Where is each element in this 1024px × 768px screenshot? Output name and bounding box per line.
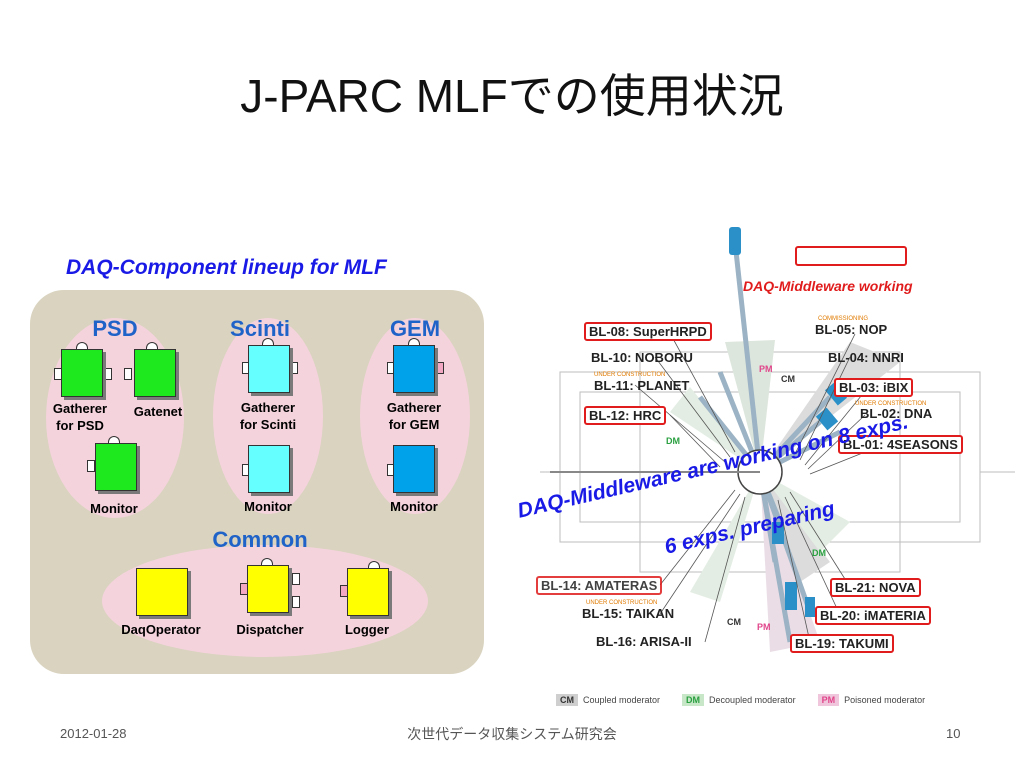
component-knob bbox=[408, 338, 420, 347]
mlf-facility-map bbox=[540, 227, 1015, 652]
beamline-bl19: BL-19: TAKUMI bbox=[790, 634, 894, 653]
logger-label: Logger bbox=[344, 622, 390, 637]
beamline-bl08: BL-08: SuperHRPD bbox=[584, 322, 712, 341]
component-port bbox=[436, 362, 444, 374]
logger-component[interactable] bbox=[347, 568, 389, 616]
gatherer-psd-label: Gatherer for PSD bbox=[52, 401, 108, 433]
beamline-bl15: BL-15: TAIKAN bbox=[582, 606, 675, 621]
monitor-psd-component[interactable] bbox=[95, 443, 137, 491]
pm-sector-label-2: PM bbox=[757, 622, 771, 632]
cm-sector-label: CM bbox=[781, 374, 795, 384]
working-legend-label: DAQ-Middleware working bbox=[743, 278, 913, 294]
beamline-bl20: BL-20: iMATERIA bbox=[815, 606, 931, 625]
gem-group-label: GEM bbox=[389, 316, 441, 341]
beamline-bl05: BL-05: NOP bbox=[815, 322, 888, 337]
beamline-bl12: BL-12: HRC bbox=[584, 406, 667, 425]
slide-title: J-PARC MLFでの使用状況 bbox=[240, 70, 784, 122]
component-knob bbox=[108, 436, 120, 445]
beamline-bl02: BL-02: DNA bbox=[860, 406, 933, 421]
daqoperator-component[interactable] bbox=[136, 568, 188, 616]
beamline-bl01: BL-01: 4SEASONS bbox=[838, 435, 963, 454]
beamline-bl04: BL-04: NNRI bbox=[828, 350, 904, 365]
component-knob bbox=[261, 558, 273, 567]
gatenet-label: Gatenet bbox=[133, 404, 183, 419]
working-legend-marker bbox=[795, 246, 907, 266]
gatenet-component[interactable] bbox=[134, 349, 176, 397]
gatherer-gem-label: Gatherer for GEM bbox=[386, 400, 442, 432]
monitor-psd-label: Monitor bbox=[90, 501, 138, 516]
dm-sector-label-2: DM bbox=[812, 548, 826, 558]
component-knob bbox=[262, 338, 274, 347]
daqoperator-label: DaqOperator bbox=[121, 622, 201, 637]
psd-group-label: PSD bbox=[92, 316, 138, 341]
dispatcher-label: Dispatcher bbox=[236, 622, 304, 637]
beamline-bl14: BL-14: AMATERAS bbox=[536, 576, 663, 595]
bl15-under-construction: UNDER CONSTRUCTION bbox=[586, 600, 658, 606]
cm-legend-text: Coupled moderator bbox=[583, 695, 661, 705]
dm-legend-tag: DM bbox=[682, 694, 705, 706]
scinti-group-label: Scinti bbox=[230, 316, 290, 341]
footer-page-number: 10 bbox=[946, 726, 961, 741]
gatherer-scinti-label: Gatherer for Scinti bbox=[239, 400, 297, 432]
component-knob bbox=[368, 561, 380, 570]
gatherer-gem-component[interactable] bbox=[393, 345, 435, 393]
dm-legend-text: Decoupled moderator bbox=[709, 695, 796, 705]
dm-sector-label: DM bbox=[666, 436, 680, 446]
beamline-bl11: BL-11: PLANET bbox=[594, 378, 690, 393]
pm-sector-label: PM bbox=[759, 364, 773, 374]
beamline-bl10: BL-10: NOBORU bbox=[591, 350, 693, 365]
component-port bbox=[292, 596, 300, 608]
dispatcher-component[interactable] bbox=[247, 565, 289, 613]
monitor-scinti-label: Monitor bbox=[244, 499, 292, 514]
gatherer-psd-component[interactable] bbox=[61, 349, 103, 397]
component-port bbox=[104, 368, 112, 380]
cm-legend-tag: CM bbox=[556, 694, 578, 706]
gatherer-scinti-component[interactable] bbox=[248, 345, 290, 393]
bl02-under-construction: UNDER CONSTRUCTION bbox=[855, 401, 927, 407]
component-lineup-heading: DAQ-Component lineup for MLF bbox=[66, 256, 387, 279]
moderator-legend: CM Coupled moderator DM Decoupled modera… bbox=[556, 694, 925, 706]
cm-sector-label-2: CM bbox=[727, 617, 741, 627]
component-knob bbox=[146, 342, 158, 351]
beamline-bl16: BL-16: ARISA-II bbox=[596, 634, 692, 649]
monitor-scinti-component[interactable] bbox=[248, 445, 290, 493]
bl05-commissioning: COMMISSIONING bbox=[818, 316, 869, 322]
monitor-gem-component[interactable] bbox=[393, 445, 435, 493]
monitor-gem-label: Monitor bbox=[390, 499, 438, 514]
footer-event: 次世代データ収集システム研究会 bbox=[407, 726, 617, 742]
component-port bbox=[87, 460, 95, 472]
component-knob bbox=[76, 342, 88, 351]
beamline-bl03: BL-03: iBIX bbox=[834, 378, 914, 397]
bl11-under-construction: UNDER CONSTRUCTION bbox=[594, 372, 666, 378]
component-port bbox=[290, 362, 298, 374]
component-port bbox=[292, 573, 300, 585]
pm-legend-tag: PM bbox=[817, 694, 840, 706]
footer-date: 2012-01-28 bbox=[60, 726, 127, 741]
pm-legend-text: Poisoned moderator bbox=[844, 695, 926, 705]
beamline-bl21: BL-21: NOVA bbox=[830, 578, 921, 597]
common-group-label: Common bbox=[212, 527, 308, 552]
component-port bbox=[124, 368, 132, 380]
